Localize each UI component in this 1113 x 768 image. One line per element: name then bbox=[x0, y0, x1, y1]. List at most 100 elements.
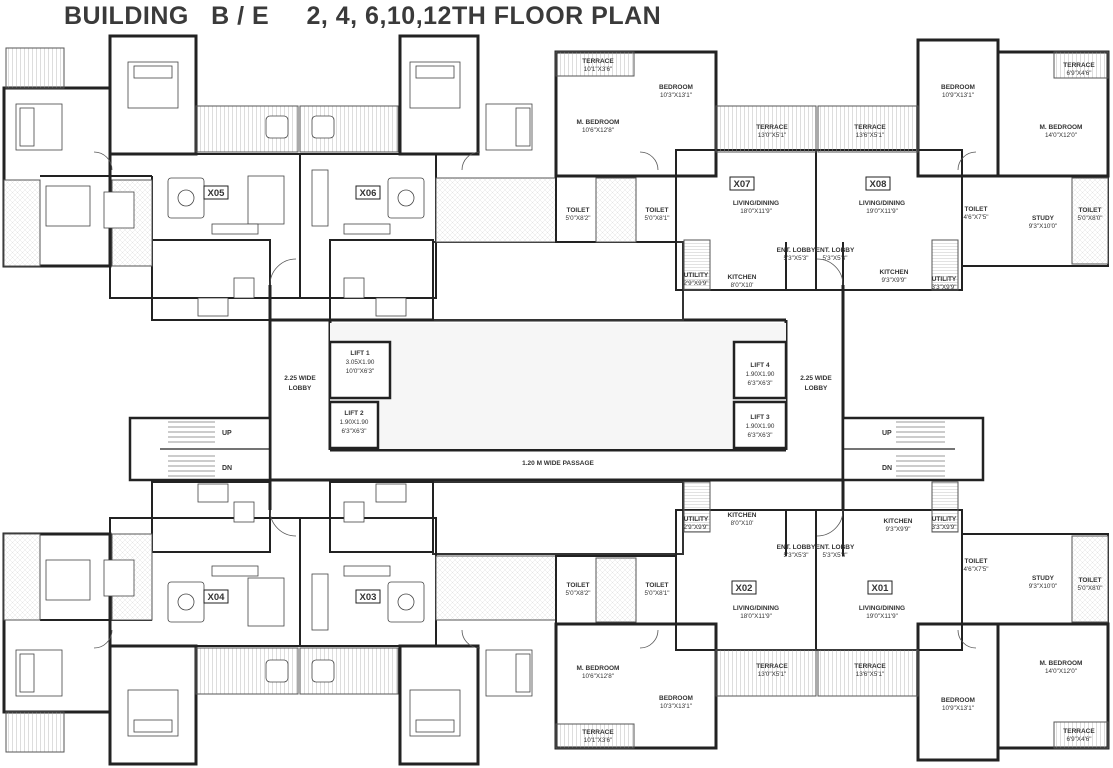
flat-badge-x03: X03 bbox=[360, 592, 377, 603]
room-name: TOILET bbox=[965, 558, 988, 565]
room-dimension: 3'3"X9'9" bbox=[931, 524, 956, 531]
room-dimension: 10'3"X13'1" bbox=[660, 92, 692, 99]
flat-badge-x07: X07 bbox=[734, 179, 751, 190]
flat-badge-x01: X01 bbox=[872, 583, 890, 594]
room-name: BEDROOM bbox=[659, 84, 693, 91]
room-dimension: 5'0"X8'0" bbox=[1077, 585, 1102, 592]
room-name: STUDY bbox=[1032, 575, 1055, 582]
furniture-top-left bbox=[15, 61, 533, 317]
lobby-label-left-line2: LOBBY bbox=[289, 385, 312, 392]
room-dimension: 5'3"X5'3" bbox=[783, 552, 808, 559]
room-dimension: 6'9"X4'6" bbox=[1066, 70, 1091, 77]
flat-badge-box bbox=[355, 185, 381, 200]
room-dimension: 13'0"X5'1" bbox=[758, 132, 787, 139]
room-name: TERRACE bbox=[756, 663, 788, 670]
room-dimension: 5'0"X8'2" bbox=[565, 590, 590, 597]
room-dimension: 9'3"X10'0" bbox=[1029, 583, 1058, 590]
flat-badge-x04: X04 bbox=[208, 592, 226, 603]
room-name: BEDROOM bbox=[941, 84, 975, 91]
room-name: LIVING/DINING bbox=[859, 605, 905, 612]
flat-badge-box bbox=[867, 580, 893, 595]
room-name: M. BEDROOM bbox=[577, 665, 620, 672]
room-name: TERRACE bbox=[582, 729, 614, 736]
lift-size: 1.90X1.90 bbox=[746, 423, 775, 430]
flat-badge-box bbox=[729, 176, 755, 191]
room-name: ENT. LOBBY bbox=[777, 247, 816, 254]
room-name: TERRACE bbox=[854, 663, 886, 670]
room-name: TOILET bbox=[567, 582, 590, 589]
stair-up-label-left: UP bbox=[222, 430, 232, 437]
room-name: TERRACE bbox=[854, 124, 886, 131]
flat-badge-box bbox=[203, 589, 229, 604]
room-name: KITCHEN bbox=[880, 269, 909, 276]
room-dimension: 5'0"X8'1" bbox=[644, 590, 669, 597]
room-name: M. BEDROOM bbox=[1040, 660, 1083, 667]
room-dimension: 5'0"X8'2" bbox=[565, 215, 590, 222]
room-dimension: 10'9"X13'1" bbox=[942, 92, 974, 99]
lobby-label-right-line2: LOBBY bbox=[805, 385, 828, 392]
room-name: TOILET bbox=[1079, 577, 1102, 584]
room-dimension: 4'6"X7'5" bbox=[963, 214, 988, 221]
room-dimension: 9'3"X9'9" bbox=[885, 526, 910, 533]
room-dimension: 13'0"X5'1" bbox=[758, 671, 787, 678]
room-name: TOILET bbox=[965, 206, 988, 213]
flat-badge-x05: X05 bbox=[208, 188, 226, 199]
flat-badge-box bbox=[731, 580, 757, 595]
room-dimension: 3'3"X9'9" bbox=[931, 284, 956, 291]
room-name: BEDROOM bbox=[659, 695, 693, 702]
room-name: TOILET bbox=[1079, 207, 1102, 214]
stair-dn-label-left: DN bbox=[222, 465, 232, 472]
room-name: TERRACE bbox=[756, 124, 788, 131]
room-name: BEDROOM bbox=[941, 697, 975, 704]
room-dimension: 2'9"X9'9" bbox=[683, 280, 708, 287]
room-name: TOILET bbox=[567, 207, 590, 214]
wing-bottom-left bbox=[2, 481, 480, 766]
stair-up-label-right: UP bbox=[882, 430, 892, 437]
furniture-bottom-left bbox=[15, 483, 533, 737]
room-dimension: 9'3"X9'9" bbox=[881, 277, 906, 284]
lift-size: 1.90X1.90 bbox=[340, 419, 369, 426]
room-dimension: 5'0"X8'1" bbox=[644, 215, 669, 222]
room-dimension: 14'0"X12'0" bbox=[1045, 132, 1077, 139]
room-dimension: 10'1"X3'6" bbox=[584, 66, 613, 73]
room-name: ENT. LOBBY bbox=[777, 544, 816, 551]
room-name: KITCHEN bbox=[884, 518, 913, 525]
room-name: UTILITY bbox=[932, 516, 957, 523]
lobby-label-left-line1: 2.25 WIDE bbox=[284, 375, 316, 382]
page-title: BUILDING B / E 2, 4, 6,10,12TH FLOOR PLA… bbox=[64, 2, 662, 30]
lift-dimension: 6'3"X6'3" bbox=[747, 432, 772, 439]
room-dimension: 9'3"X10'0" bbox=[1029, 223, 1058, 230]
lift-size: 1.90X1.90 bbox=[746, 371, 775, 378]
room-name: UTILITY bbox=[684, 516, 709, 523]
flat-badge-x02: X02 bbox=[736, 583, 753, 594]
room-name: LIVING/DINING bbox=[733, 200, 779, 207]
room-dimension: 4'6"X7'5" bbox=[963, 566, 988, 573]
room-name: KITCHEN bbox=[728, 512, 757, 519]
room-dimension: 2'9"X9'9" bbox=[683, 524, 708, 531]
stair-wells bbox=[128, 416, 985, 482]
room-dimension: 10'3"X13'1" bbox=[660, 703, 692, 710]
room-dimension: 14'0"X12'0" bbox=[1045, 668, 1077, 675]
room-name: LIVING/DINING bbox=[859, 200, 905, 207]
room-dimension: 5'0"X8'0" bbox=[1077, 215, 1102, 222]
room-name: M. BEDROOM bbox=[577, 119, 620, 126]
room-dimension: 18'0"X11'9" bbox=[740, 208, 772, 215]
lift-dimension: 6'3"X6'3" bbox=[747, 380, 772, 387]
flat-badge-x08: X08 bbox=[870, 179, 887, 190]
flat-badge-box bbox=[355, 589, 381, 604]
stair-dn-label-right: DN bbox=[882, 465, 892, 472]
lift-name: LIFT 3 bbox=[750, 414, 770, 421]
room-dimension: 8'0"X10' bbox=[731, 282, 754, 289]
door-swings bbox=[93, 151, 977, 649]
room-name: UTILITY bbox=[932, 276, 957, 283]
room-dimension: 18'0"X11'9" bbox=[740, 613, 772, 620]
lift-shafts bbox=[328, 340, 788, 450]
passage-label: 1.20 M WIDE PASSAGE bbox=[522, 460, 594, 467]
room-name: TERRACE bbox=[582, 58, 614, 65]
room-dimension: 13'6"X5'1" bbox=[856, 671, 885, 678]
lift-name: LIFT 1 bbox=[350, 350, 370, 357]
lift-dimension: 10'0"X6'3" bbox=[346, 368, 375, 375]
